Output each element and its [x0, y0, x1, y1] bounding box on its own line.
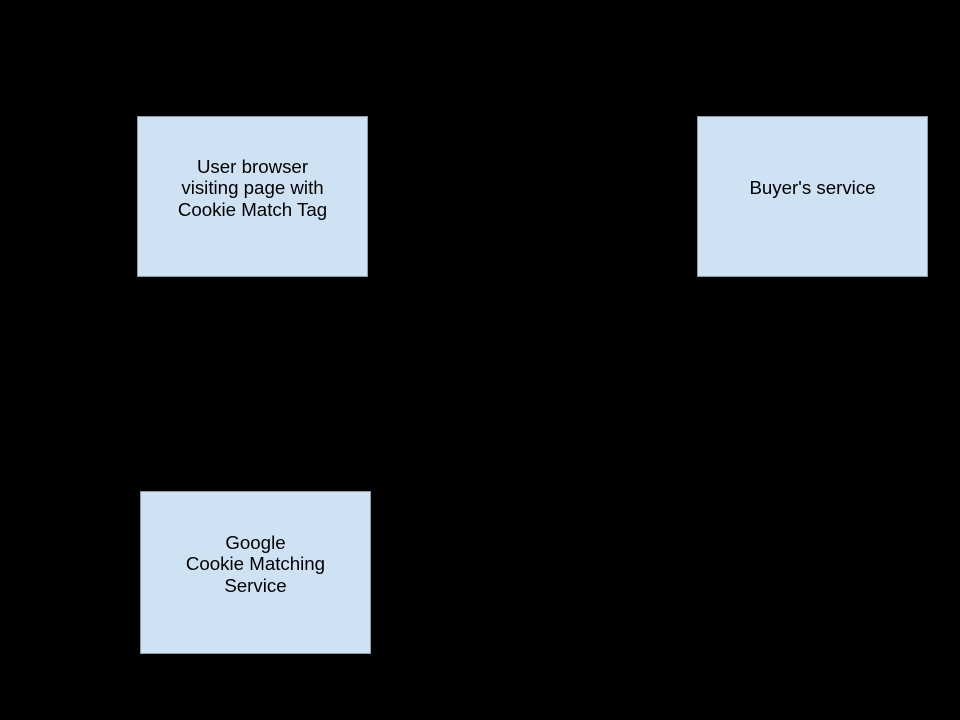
node-label-line: visiting page with — [181, 177, 324, 199]
node-label-line: Buyer's service — [749, 177, 876, 199]
node-google-cookie-matching-service: Google Cookie Matching Service — [140, 491, 371, 654]
node-user-browser: User browser visiting page with Cookie M… — [137, 116, 368, 277]
node-label-line: Cookie Match Tag — [177, 198, 328, 220]
node-buyers-service: Buyer's service — [697, 116, 928, 277]
node-label-line: User browser — [196, 155, 309, 177]
node-label-line: Google — [225, 531, 286, 553]
node-label-line: Cookie Matching — [185, 553, 326, 575]
node-label-line: Service — [224, 574, 287, 596]
